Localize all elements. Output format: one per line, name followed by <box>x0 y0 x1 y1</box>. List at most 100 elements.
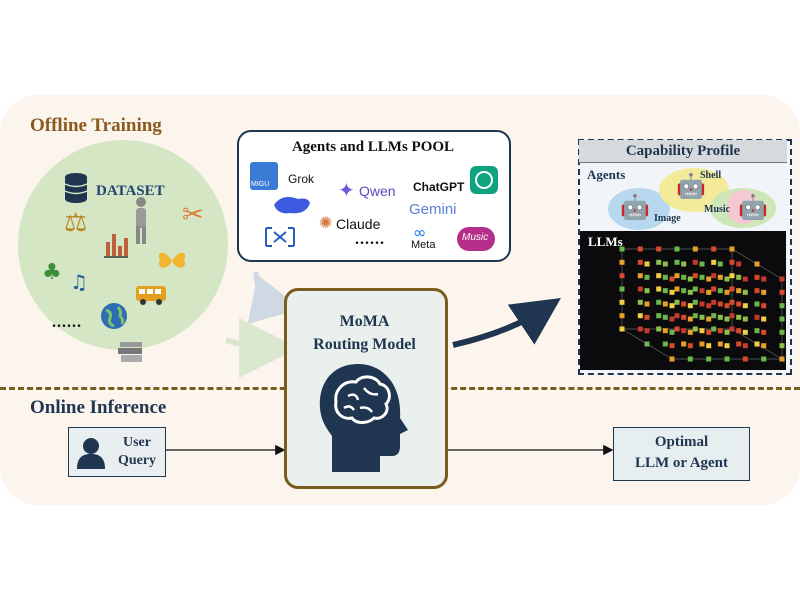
router-to-profile-arrow <box>452 298 561 348</box>
books-icon <box>118 342 142 362</box>
capability-cell <box>717 314 723 320</box>
capability-cell <box>619 286 625 292</box>
capability-cell <box>681 328 687 334</box>
capability-profile-title: Capability Profile <box>579 140 787 163</box>
capability-cell <box>736 261 742 267</box>
capability-cell <box>674 299 680 305</box>
capability-cell <box>761 343 767 349</box>
capability-cell <box>644 261 650 267</box>
migu-logo <box>250 162 278 190</box>
capability-cell <box>619 259 625 265</box>
capability-cell <box>706 343 712 349</box>
capability-cell <box>644 288 650 294</box>
capability-cell <box>681 261 687 267</box>
capability-cell <box>754 301 760 307</box>
llms-label: LLMs <box>588 234 623 249</box>
capability-cell <box>692 273 698 279</box>
capability-cell <box>619 246 625 252</box>
capability-cell <box>724 343 730 349</box>
capability-cell <box>742 289 748 295</box>
capability-cell <box>687 276 693 282</box>
user-query-line1: User <box>123 435 151 450</box>
capability-cell <box>706 289 712 295</box>
capability-cell <box>742 303 748 309</box>
capability-cell <box>761 289 767 295</box>
agent-image-tag: Image <box>654 213 681 224</box>
capability-cell <box>692 259 698 265</box>
robot-music-icon: 🤖 <box>738 193 768 221</box>
music-notes-icon: ♫ <box>70 270 88 294</box>
capability-cell <box>736 314 742 320</box>
capability-cell <box>761 329 767 335</box>
agent-shell-tag: Shell <box>700 170 722 181</box>
dataset-to-router-arrow <box>225 317 299 378</box>
capability-cell <box>711 246 717 252</box>
capability-cell <box>729 299 735 305</box>
capability-cell <box>711 273 717 279</box>
capability-cell <box>717 288 723 294</box>
chatgpt-label: ChatGPT <box>413 180 465 194</box>
gemini-label: Gemini <box>409 201 457 218</box>
capability-cell <box>736 288 742 294</box>
capability-cell <box>681 314 687 320</box>
capability-cell <box>761 356 767 362</box>
dataset-ellipsis: ...... <box>52 314 82 331</box>
capability-cell <box>699 314 705 320</box>
capability-cell <box>662 341 668 347</box>
music-app-icon <box>457 227 495 251</box>
capability-cell <box>637 286 643 292</box>
capability-cell <box>674 259 680 265</box>
capability-cell <box>662 261 668 267</box>
capability-cell <box>724 329 730 335</box>
agents-label: Agents <box>587 167 626 182</box>
capability-cell <box>681 301 687 307</box>
butterfly-icon <box>158 252 186 268</box>
user-icon <box>77 438 105 469</box>
capability-cell <box>687 289 693 295</box>
capability-cell <box>662 288 668 294</box>
music-app-label: Music <box>462 232 489 243</box>
optimal-output-line2: LLM or Agent <box>634 455 729 471</box>
capability-cell <box>729 246 735 252</box>
capability-cell <box>711 313 717 319</box>
claude-icon: ✺ <box>319 213 333 232</box>
capability-cell <box>699 328 705 334</box>
capability-cell <box>674 313 680 319</box>
capability-cell <box>656 313 662 319</box>
capability-cell <box>656 246 662 252</box>
qwen-label: Qwen <box>359 183 396 199</box>
deepseek-icon <box>274 197 310 214</box>
bar-chart-icon <box>104 234 128 258</box>
capability-cell <box>619 313 625 319</box>
capability-cell <box>669 303 675 309</box>
robot-shell-icon: 🤖 <box>676 172 706 200</box>
chatgpt-icon <box>470 166 498 194</box>
capability-cell <box>717 328 723 334</box>
capability-cell <box>692 286 698 292</box>
user-query-label: User Query <box>112 434 162 470</box>
capability-cell <box>656 259 662 265</box>
capability-cell <box>669 289 675 295</box>
capability-cell <box>754 261 760 267</box>
person-icon <box>136 197 146 244</box>
capability-cell <box>717 301 723 307</box>
capability-cell <box>699 288 705 294</box>
agent-music-tag: Music <box>704 204 731 215</box>
capability-cell <box>699 301 705 307</box>
capability-cell <box>692 326 698 332</box>
capability-cell <box>699 341 705 347</box>
capability-cell <box>687 316 693 322</box>
capability-cell <box>662 301 668 307</box>
capability-cell <box>669 329 675 335</box>
capability-cell <box>717 274 723 280</box>
capability-cell <box>637 246 643 252</box>
capability-cell <box>706 303 712 309</box>
capability-cell <box>742 276 748 282</box>
offline-training-title: Offline Training <box>30 115 162 136</box>
capability-cell <box>619 326 625 332</box>
optimal-output-line1: Optimal <box>654 434 709 450</box>
capability-cell <box>644 301 650 307</box>
capability-cell <box>724 303 730 309</box>
capability-cell <box>711 326 717 332</box>
user-query-line2: Query <box>117 453 157 468</box>
